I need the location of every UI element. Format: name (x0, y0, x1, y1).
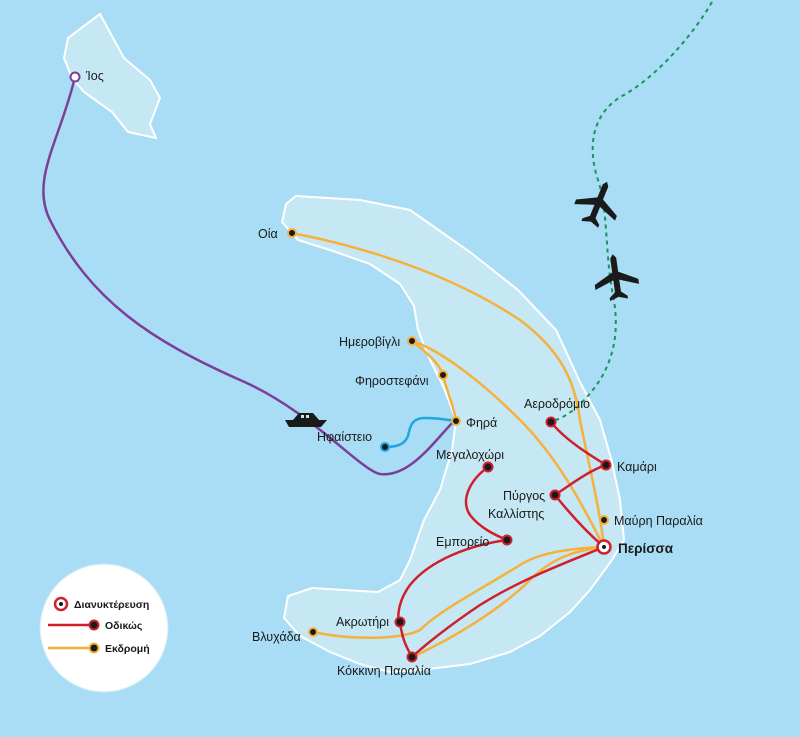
target-ring-icon (596, 539, 612, 555)
location-dot-icon (501, 534, 513, 546)
location-dot-icon (438, 370, 448, 380)
label-oia: Οία (258, 227, 278, 241)
excursion-stops (287, 228, 609, 637)
legend-background (39, 563, 169, 693)
location-dot-icon (407, 336, 417, 346)
label-fira: Φηρά (466, 416, 497, 430)
location-dot-icon (394, 616, 406, 628)
label-pyrgos-2: Καλλίστης (488, 507, 544, 521)
legend-excursion: Εκδρομή (105, 643, 150, 655)
label-emporeio: Εμπορείο (436, 535, 489, 549)
flight-route (547, 1, 713, 423)
location-dot-icon (451, 416, 461, 426)
location-dot-icon (482, 461, 494, 473)
label-ios: Ίος (85, 69, 104, 83)
location-dot-icon (308, 627, 318, 637)
target-ring-icon (53, 596, 69, 612)
label-firostefani: Φηροστεφάνι (355, 374, 429, 388)
boat-icon (285, 413, 327, 427)
santorini-island (280, 194, 626, 674)
location-dot-icon (69, 71, 81, 83)
label-pyrgos-1: Πύργος (503, 489, 545, 503)
label-megalochori: Μεγαλοχώρι (436, 448, 504, 462)
legend: Διανυκτέρευση Οδικώς Εκδρομή (39, 563, 169, 693)
airplane-icon (574, 181, 617, 228)
road-stops (394, 416, 612, 663)
legend-accommodation: Διανυκτέρευση (74, 599, 149, 611)
label-kamari: Καμάρι (617, 460, 657, 474)
road-routes (397, 421, 607, 658)
location-dot-icon (380, 442, 390, 452)
label-perissa: Περίσσα (618, 541, 674, 556)
airplane-icon (594, 254, 640, 302)
ferry-route (42, 76, 456, 476)
label-mavri-paralia: Μαύρη Παραλία (614, 514, 703, 528)
location-dot-icon (287, 228, 297, 238)
location-dot-icon (545, 416, 557, 428)
location-dot-icon (88, 642, 100, 654)
volcano-boat-route (384, 416, 457, 449)
location-dot-icon (406, 651, 418, 663)
label-vlychada: Βλυχάδα (252, 630, 301, 644)
label-akrotiri: Ακρωτήρι (336, 615, 389, 629)
label-volcano: Ηφαίστειο (317, 430, 372, 444)
location-dot-icon (549, 489, 561, 501)
label-imerovigli: Ημεροβίγλι (339, 335, 400, 349)
excursion-routes (291, 231, 606, 659)
legend-road: Οδικώς (105, 620, 143, 632)
location-dot-icon (88, 619, 100, 631)
label-airport: Αεροδρόμιο (524, 397, 590, 411)
location-dot-icon (600, 459, 612, 471)
location-dot-icon (599, 515, 609, 525)
label-kokkini-paralia: Κόκκινη Παραλία (337, 664, 431, 678)
